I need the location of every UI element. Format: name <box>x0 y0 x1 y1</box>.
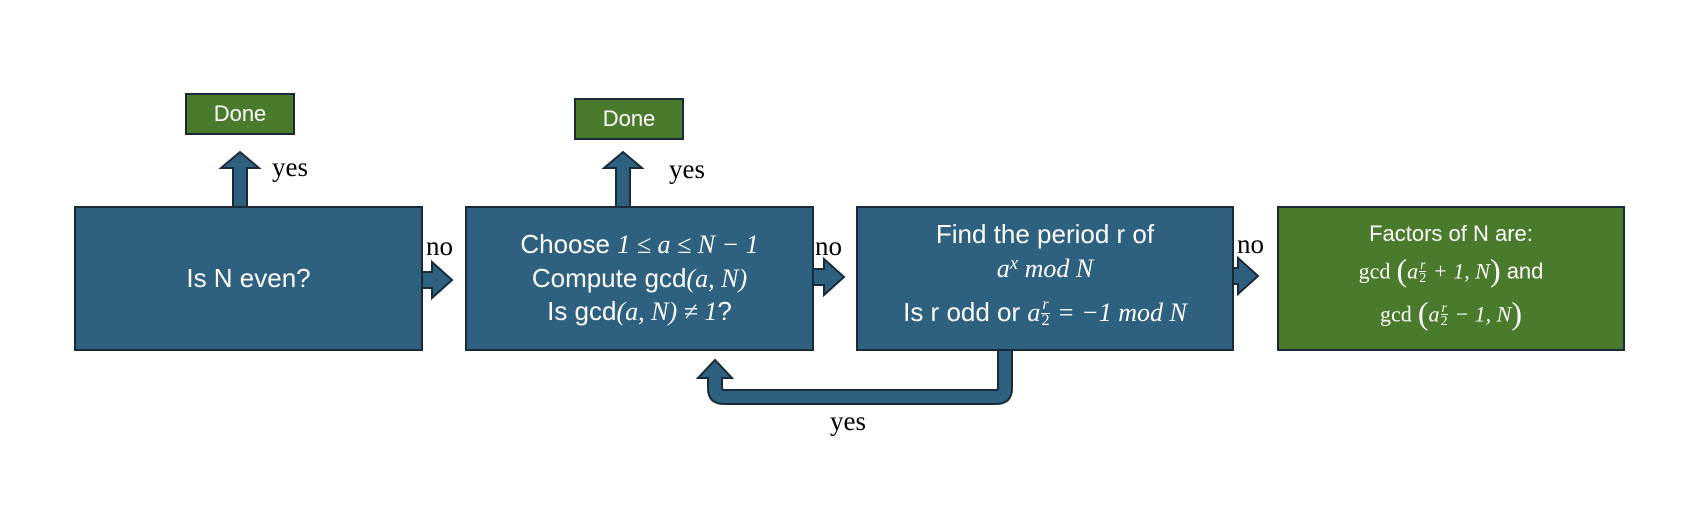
factor-minus-base: a <box>1428 301 1440 327</box>
odd-check-base: a <box>1027 297 1041 327</box>
is-gcd-condition: (a, N) ≠ 1 <box>616 297 718 327</box>
choose-a-node: Choose 1 ≤ a ≤ N − 1 Compute gcd(a, N) I… <box>465 206 814 351</box>
find-period-line: Find the period r of <box>935 218 1155 249</box>
factor-plus-gcd: gcd <box>1358 258 1391 284</box>
done-node-2: Done <box>574 98 684 140</box>
edge-label-no-2: no <box>815 231 842 261</box>
choose-a-line: Choose 1 ≤ a ≤ N − 1 <box>520 228 758 262</box>
arrow-loop-yes <box>695 349 1013 405</box>
find-period-node: Find the period r of ax mod N Is r odd o… <box>856 206 1234 351</box>
factor-plus-frac-den: 2 <box>1419 270 1427 286</box>
fraction-numerator: r <box>1041 296 1050 314</box>
is-n-even-node: Is N even? <box>74 206 423 351</box>
factor-plus-close-paren: ) <box>1489 253 1501 289</box>
is-gcd-line: Is gcd(a, N) ≠ 1? <box>547 295 732 329</box>
factor-minus-gcd: gcd <box>1380 301 1412 327</box>
period-exponent: x <box>1009 252 1019 274</box>
edge-label-yes-2: yes <box>669 154 705 184</box>
edge-label-yes-1: yes <box>272 152 308 182</box>
fraction-denominator: 2 <box>1041 311 1050 329</box>
is-n-even-label: Is N even? <box>186 263 311 294</box>
edge-label-no-3: no <box>1237 229 1264 259</box>
factor-minus-frac-num: r <box>1440 300 1448 316</box>
compute-gcd-prefix: Compute gcd <box>531 262 687 293</box>
factor-minus-open-paren: ( <box>1417 296 1429 332</box>
arrow-up-to-done-1 <box>218 150 262 208</box>
odd-check-prefix: Is r odd or <box>903 296 1028 327</box>
odd-check-rest: = −1 mod N <box>1050 297 1187 327</box>
factor-minus-frac-den: 2 <box>1440 313 1448 329</box>
choose-a-prefix: Choose <box>520 229 618 260</box>
is-gcd-suffix: ? <box>717 296 732 327</box>
period-expression-line: ax mod N <box>997 252 1093 286</box>
done-node-1: Done <box>185 93 295 135</box>
factor-minus-close-paren: ) <box>1511 296 1522 332</box>
edge-label-yes-loop: yes <box>830 406 866 436</box>
factor-joiner: and <box>1500 258 1544 284</box>
choose-a-range: 1 ≤ a ≤ N − 1 <box>617 230 759 260</box>
edge-label-no-1: no <box>426 231 453 261</box>
factor-plus-open-paren: ( <box>1396 253 1408 289</box>
period-base: a <box>996 254 1010 283</box>
factor-plus-base: a <box>1407 258 1419 284</box>
done-label-1: Done <box>213 101 267 127</box>
factor-plus-frac-num: r <box>1419 257 1427 273</box>
done-label-2: Done <box>602 106 656 132</box>
factors-title: Factors of N are: <box>1369 220 1533 246</box>
period-mod: mod N <box>1018 254 1094 283</box>
is-gcd-prefix: Is gcd <box>547 296 617 327</box>
factor-minus-term: − 1, N <box>1448 301 1512 327</box>
factor-plus-term: + 1, N <box>1427 258 1490 284</box>
arrow-up-to-done-2 <box>601 150 645 208</box>
compute-gcd-args: (a, N) <box>686 263 748 293</box>
compute-gcd-line: Compute gcd(a, N) <box>532 262 747 296</box>
